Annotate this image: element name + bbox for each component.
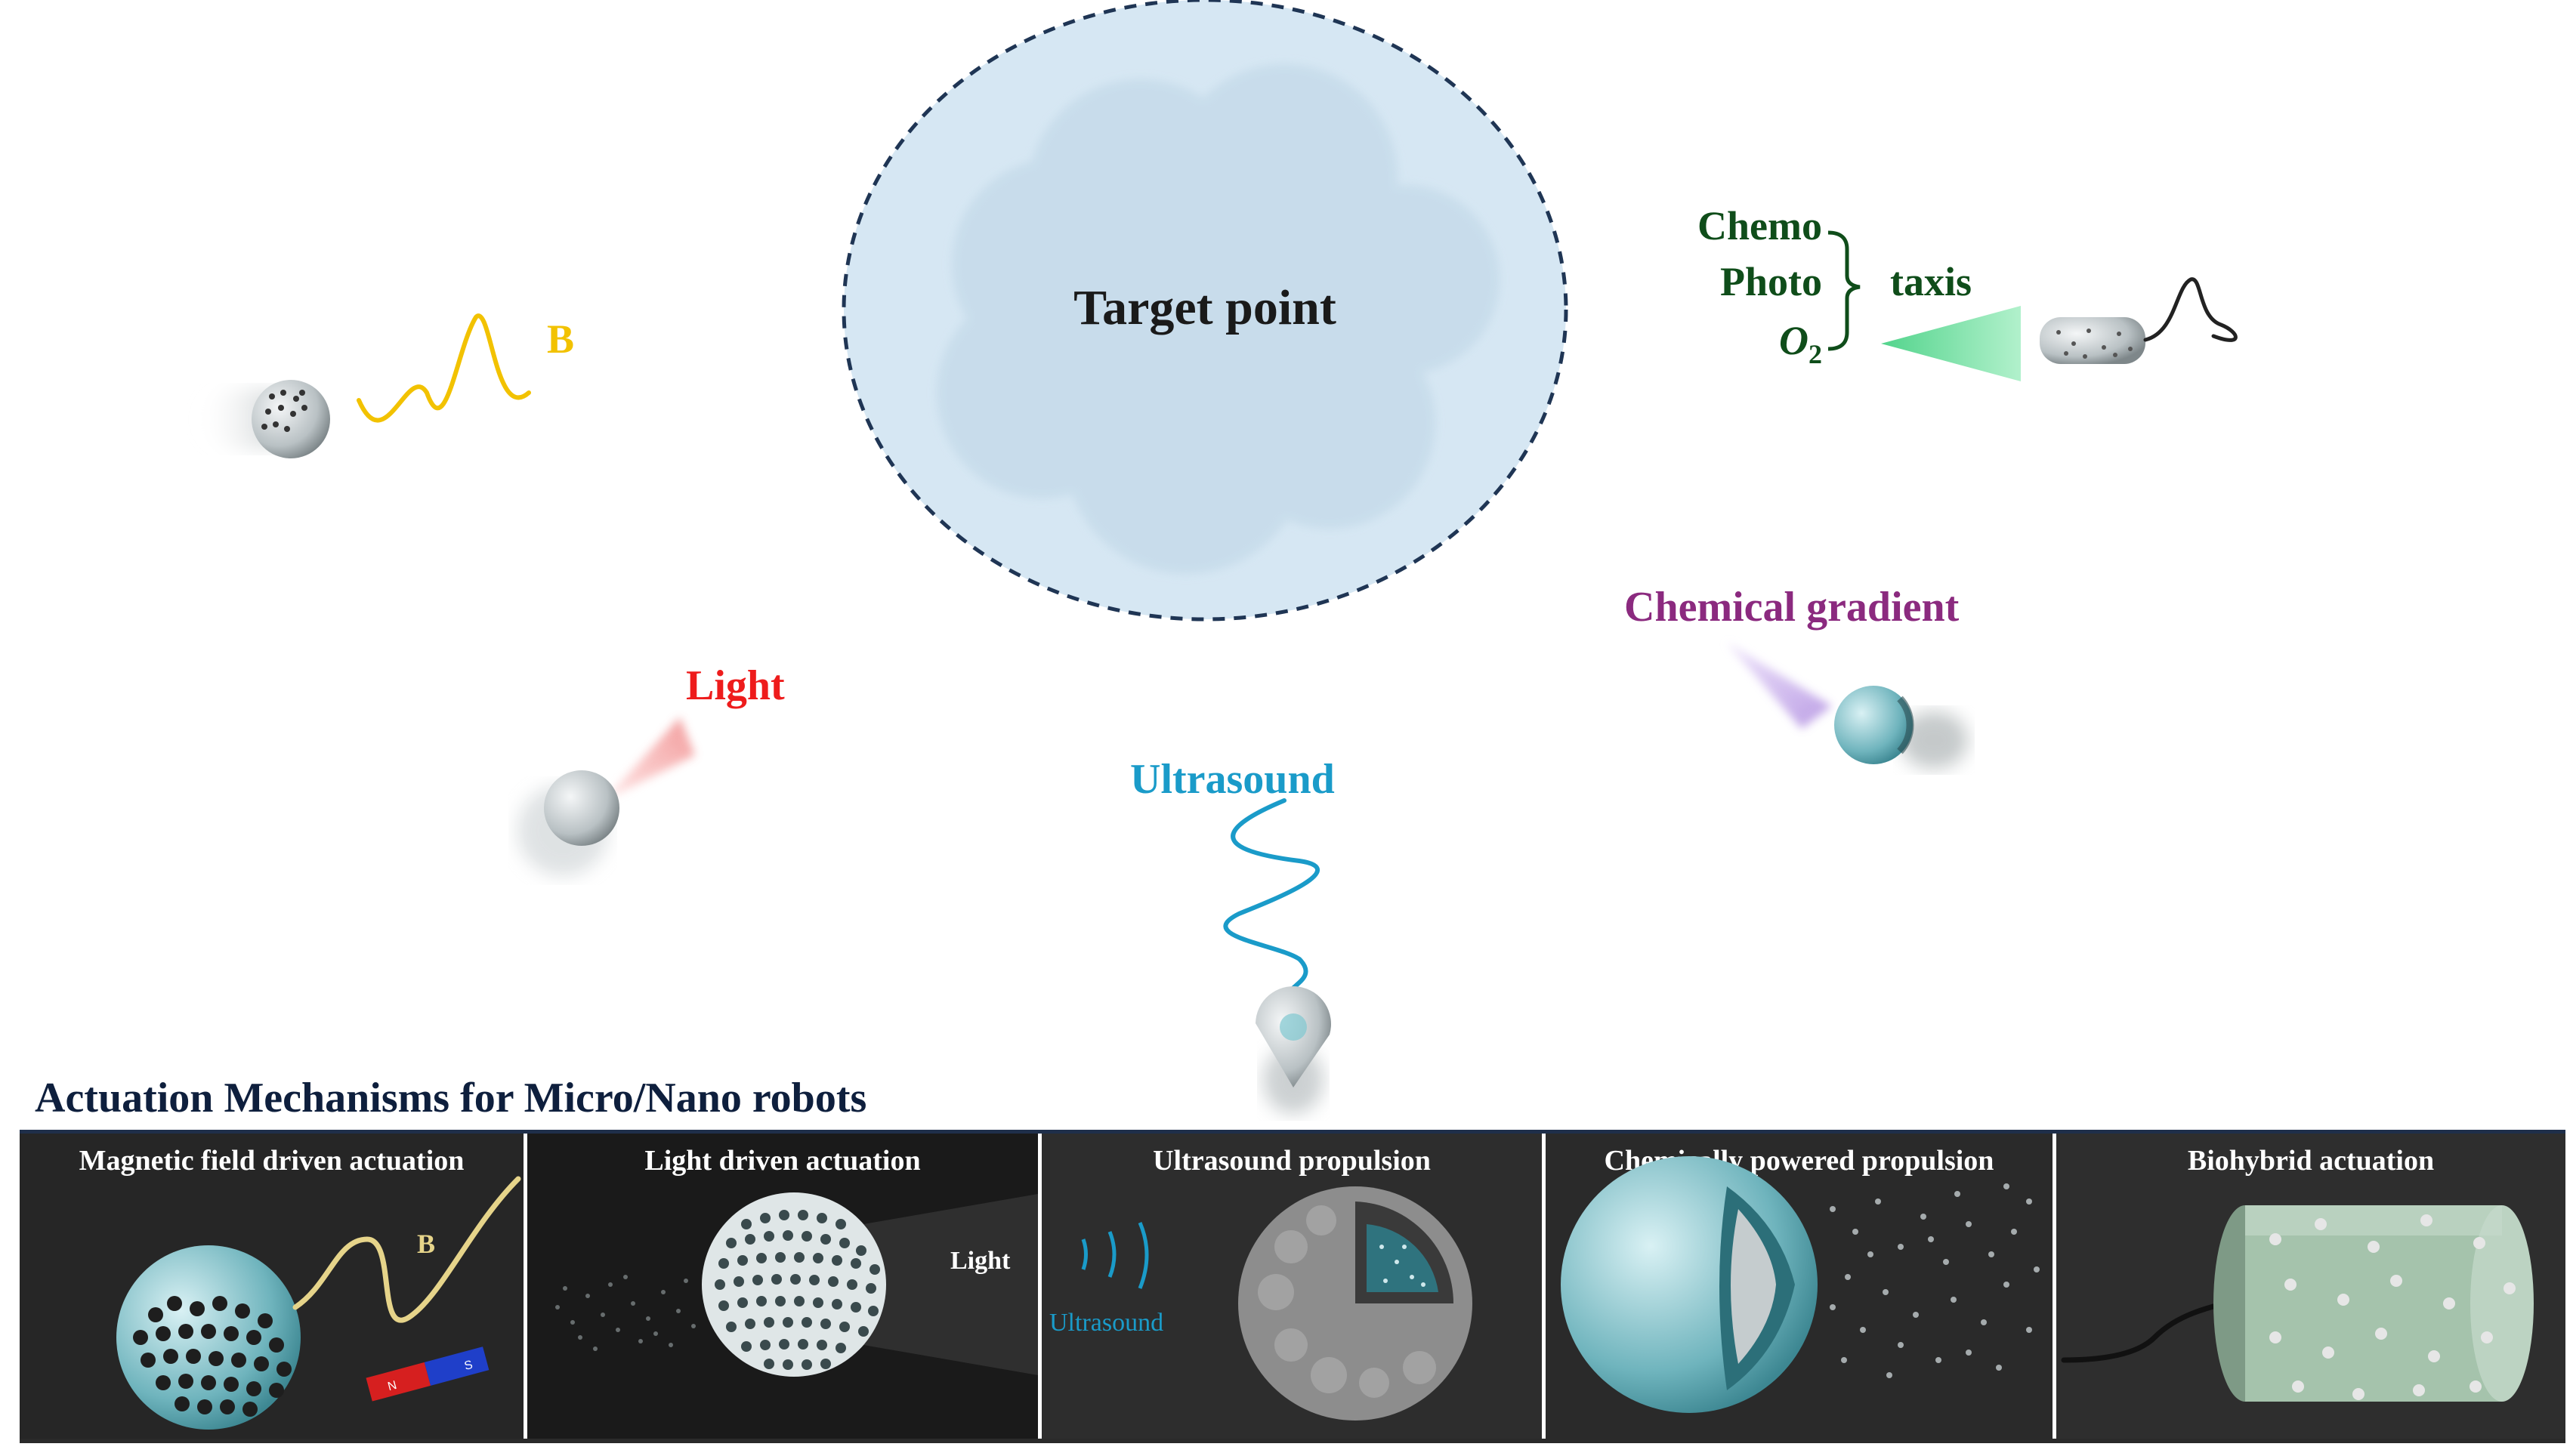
magnet-north-label: N — [386, 1379, 398, 1393]
biohybrid-panel-illustration — [2061, 1205, 2534, 1402]
taxis-bracket — [1827, 230, 1861, 351]
panel-magnetic: Magnetic field driven actuation N S — [20, 1134, 524, 1439]
panel-title: Magnetic field driven actuation — [79, 1145, 465, 1177]
ultrasound-robot — [1256, 986, 1331, 1114]
target-cloud — [842, 0, 1568, 622]
panel-ultrasound-inner-label: Ultrasound — [1049, 1309, 1164, 1337]
magnetic-panel-illustration: N S — [116, 1176, 521, 1430]
section-title: Actuation Mechanisms for Micro/Nano robo… — [35, 1075, 867, 1121]
magnetic-field-label: B — [547, 316, 575, 362]
taxis-label: taxis — [1890, 259, 1972, 304]
panel-title: Light driven actuation — [644, 1145, 921, 1177]
panel-divider — [524, 1134, 527, 1439]
panel-title: Biohybrid actuation — [2187, 1145, 2435, 1177]
magnetic-robot — [196, 380, 330, 458]
panel-chemical: Chemically powered propulsion — [1546, 1134, 2053, 1439]
ultrasound-wave — [1223, 798, 1320, 992]
magnet-south-label: S — [463, 1359, 474, 1373]
panel-divider — [1038, 1134, 1042, 1439]
taxis-o2-subscript: 2 — [1809, 338, 1822, 369]
magnetic-wave — [357, 313, 531, 423]
taxis-o2-label: O2 — [1671, 317, 1822, 370]
light-panel-illustration — [555, 1192, 1038, 1377]
ultrasound-panel-illustration — [1081, 1186, 1472, 1421]
taxis-chemo-label: Chemo — [1697, 203, 1822, 248]
panel-ultrasound: Ultrasound propulsion Ultrasound — [1042, 1134, 1542, 1439]
light-robot — [517, 717, 695, 876]
light-label: Light — [686, 662, 785, 709]
ultrasound-label: Ultrasound — [1130, 756, 1335, 803]
scene-illustration — [196, 0, 2238, 1114]
actuation-panels: Magnetic field driven actuation N S — [20, 1130, 2565, 1443]
panel-divider — [2053, 1134, 2056, 1439]
taxis-photo-label: Photo — [1720, 259, 1822, 304]
panel-light-inner-label: Light — [950, 1247, 1011, 1275]
target-point-label: Target point — [1073, 280, 1336, 335]
panel-title: Ultrasound propulsion — [1153, 1145, 1431, 1177]
panel-magnetic-b-label: B — [417, 1229, 436, 1259]
panel-biohybrid: Biohybrid actuation — [2056, 1134, 2565, 1439]
chemical-gradient-label: Chemical gradient — [1624, 584, 1960, 631]
chemical-panel-illustration — [1561, 1156, 2040, 1413]
panel-divider — [1542, 1134, 1546, 1439]
taxis-o2-base: O — [1779, 318, 1809, 363]
chemical-gradient-robot — [1726, 642, 1968, 769]
taxis-robot — [1881, 277, 2238, 381]
panel-light: Light driven actuation — [527, 1134, 1038, 1439]
